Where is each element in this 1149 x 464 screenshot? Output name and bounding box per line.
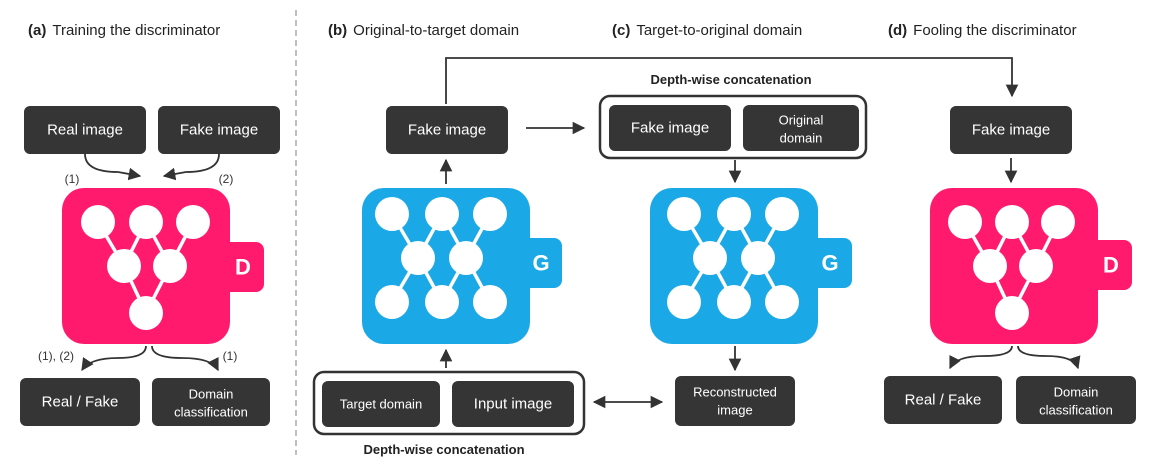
c-fake-image-box	[609, 105, 731, 151]
panel-d-title: (d)Fooling the discriminator	[888, 22, 1077, 39]
c-concat-group	[598, 94, 868, 160]
d-domain-label-2: classification	[1039, 403, 1113, 418]
a-real-image-box	[24, 106, 146, 154]
generator-network-c: G	[650, 188, 852, 344]
a-realfake-box	[20, 378, 140, 426]
d-net-tab	[1090, 240, 1132, 290]
panel-c-title: (c)Target-to-original domain	[612, 22, 802, 39]
c-fake-image-label: Fake image	[631, 120, 709, 137]
d-domain-box	[1016, 376, 1136, 424]
b-concat-group	[312, 370, 586, 436]
a-out-label-2: (1)	[223, 349, 238, 363]
c-original-domain-box	[743, 105, 859, 151]
discriminator-network-a: D	[62, 188, 264, 344]
a-in-label-2: (2)	[219, 172, 234, 186]
d-domain-label-1: Domain	[1054, 385, 1099, 400]
b-input-image-label: Input image	[474, 396, 552, 413]
a-real-image-label: Real image	[47, 122, 123, 139]
a-arrow-out-domain	[151, 345, 219, 372]
panel-b-title: (b)Original-to-target domain	[328, 22, 519, 39]
d-realfake-box	[884, 376, 1002, 424]
a-domain-label-1: Domain	[189, 387, 234, 402]
a-in-label-1: (1)	[65, 172, 80, 186]
a-arrow-out-realfake	[81, 345, 147, 372]
a-fake-image-box	[158, 106, 280, 154]
c-original-domain-label-1: Original	[779, 113, 824, 128]
d-fake-image-box	[950, 106, 1072, 154]
a-arrow-real	[84, 153, 142, 181]
d-net-letter: D	[1103, 253, 1119, 278]
panel-a-title: (a)Training the discriminator	[28, 22, 220, 39]
b-fake-image-label: Fake image	[408, 122, 486, 139]
a-fake-image-label: Fake image	[180, 122, 258, 139]
b-input-image-box	[452, 381, 574, 427]
c-net-tab	[810, 238, 852, 288]
d-realfake-label: Real / Fake	[905, 392, 982, 409]
c-reconstructed-box	[675, 376, 795, 426]
b-concat-caption: Depth-wise concatenation	[363, 442, 524, 457]
a-realfake-label: Real / Fake	[42, 394, 119, 411]
c-original-domain-label-2: domain	[780, 131, 823, 146]
a-net-letter: D	[235, 255, 251, 280]
a-out-label-1: (1), (2)	[38, 349, 74, 363]
b-fake-image-box	[386, 106, 508, 154]
b-target-domain-label: Target domain	[340, 397, 422, 412]
c-reconstructed-label-1: Reconstructed	[693, 385, 777, 400]
a-domain-box	[152, 378, 270, 426]
b-net-tab	[522, 238, 562, 288]
c-reconstructed-label-2: image	[717, 403, 752, 418]
b-target-domain-box	[322, 381, 440, 427]
b-net-letter: G	[532, 251, 549, 276]
discriminator-network-d: D	[930, 188, 1132, 344]
a-arrow-fake	[162, 153, 220, 181]
c-net-letter: G	[821, 251, 838, 276]
a-domain-label-2: classification	[174, 405, 248, 420]
d-arrow-out-realfake	[949, 345, 1013, 370]
d-fake-image-label: Fake image	[972, 122, 1050, 139]
a-net-tab	[222, 242, 264, 292]
d-arrow-out-domain	[1017, 345, 1081, 370]
arrow-b-to-d	[445, 57, 1019, 104]
c-concat-caption: Depth-wise concatenation	[650, 72, 811, 87]
generator-network-b: G	[362, 188, 562, 344]
